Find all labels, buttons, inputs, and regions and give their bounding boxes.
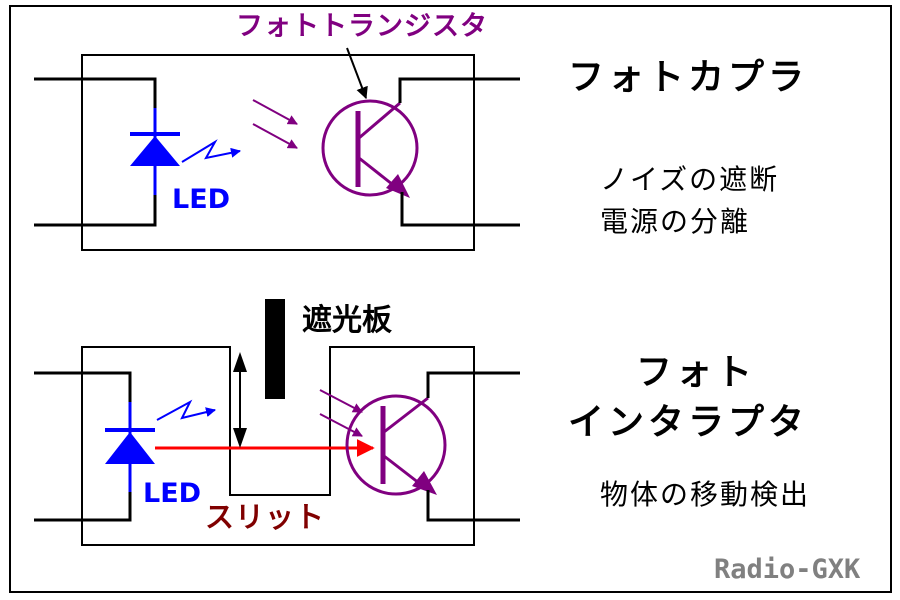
phototransistor-symbol	[321, 99, 419, 198]
led-cathode-wire	[34, 195, 157, 227]
shield-movement-arrow	[233, 352, 247, 448]
photointerrupter-diagram	[34, 299, 520, 546]
phototransistor-pointer	[346, 47, 368, 100]
photointerrupter-title-line2: インタラプタ	[568, 402, 809, 443]
led-symbol	[130, 108, 180, 195]
shield-label: 遮光板	[302, 303, 392, 338]
light-arrows-2	[319, 389, 363, 437]
led-anode-wire	[34, 77, 157, 108]
led-label-2: LED	[143, 478, 202, 509]
emitter-wire	[400, 192, 520, 227]
phototransistor-label: フォトトランジスタ	[236, 11, 488, 42]
use-motion-detection: 物体の移動検出	[600, 478, 811, 511]
slit-label: スリット	[205, 500, 326, 534]
led-anode-wire-2	[34, 371, 132, 402]
collector-wire	[398, 77, 520, 103]
phototransistor-symbol-2	[345, 394, 447, 496]
shield-plate	[265, 299, 285, 399]
photocoupler-title: フォトカプラ	[568, 57, 809, 98]
led-emission-arrow-2	[156, 399, 216, 421]
collector-wire-2	[426, 371, 520, 398]
led-label: LED	[172, 184, 231, 215]
use-power-isolation: 電源の分離	[600, 205, 751, 238]
photocoupler-diagram	[34, 47, 520, 251]
photointerrupter-title-line1: フォト	[636, 352, 757, 393]
photointerrupter-package	[81, 346, 475, 546]
led-emission-arrow	[181, 139, 241, 163]
led-symbol-2	[105, 402, 155, 492]
watermark: Radio-GXK	[714, 554, 861, 585]
outer-frame	[9, 5, 892, 593]
use-noise-isolation: ノイズの遮断	[600, 163, 780, 196]
led-cathode-wire-2	[34, 492, 132, 522]
photocoupler-package	[81, 54, 475, 251]
emitter-wire-2	[426, 490, 520, 522]
light-arrows	[252, 99, 298, 149]
